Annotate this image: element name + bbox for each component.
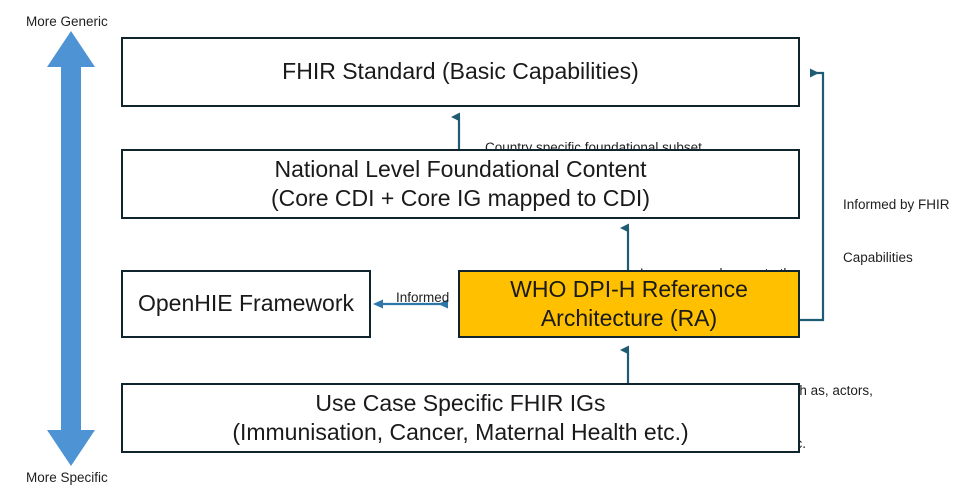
box-label-line: OpenHIE Framework — [137, 290, 354, 317]
box-label-line: (Immunisation, Cancer, Maternal Health e… — [232, 419, 689, 445]
caption-line: Capabilities — [843, 250, 913, 266]
box-who-dpih-reference-architecture[interactable]: WHO DPI-H Reference Architecture (RA) — [458, 270, 800, 338]
box-label-line: (Core CDI + Core IG mapped to CDI) — [271, 185, 650, 211]
caption-line: Informed by FHIR — [843, 196, 950, 212]
connector-label-informed: Informed — [381, 271, 449, 324]
box-label-line: WHO DPI-H Reference — [510, 275, 748, 302]
connector-label-informed-by-fhir-capabilities: Informed by FHIR Capabilities — [843, 160, 950, 303]
axis-label-more-specific: More Specific — [26, 470, 108, 485]
axis-double-arrow-shape — [47, 31, 95, 466]
box-use-case-specific-fhir-igs[interactable]: Use Case Specific FHIR IGs (Immunisation… — [121, 383, 800, 453]
box-national-level-foundational-content[interactable]: National Level Foundational Content (Cor… — [121, 149, 800, 219]
box-label-line: Use Case Specific FHIR IGs — [315, 389, 606, 416]
axis-label-more-generic: More Generic — [26, 14, 108, 29]
box-openhie-framework[interactable]: OpenHIE Framework — [121, 270, 371, 338]
box-fhir-standard[interactable]: FHIR Standard (Basic Capabilities) — [121, 37, 800, 107]
caption-line: Informed — [396, 289, 450, 305]
box-label-line: FHIR Standard (Basic Capabilities) — [282, 58, 639, 85]
box-label-line: National Level Foundational Content — [274, 155, 647, 182]
box-label-line: Architecture (RA) — [540, 305, 718, 331]
